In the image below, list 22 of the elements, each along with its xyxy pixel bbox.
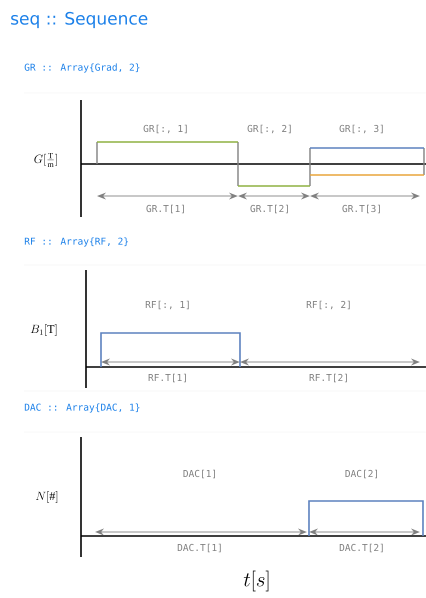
segment-label: DAC[1] xyxy=(183,470,215,478)
axis-label: $N[\#]$ xyxy=(36,491,58,503)
duration-label: GR.T[3] xyxy=(340,204,383,214)
segment-label: GR[:, 1] xyxy=(144,124,187,134)
segment-label: DAC[2] xyxy=(345,470,377,478)
axis-label: $t[s]$ xyxy=(244,570,268,592)
duration-label: RF.T[2] xyxy=(308,372,350,384)
duration-label: DAC.T[1] xyxy=(176,542,224,554)
section-heading: RF :: Array{RF, 2} xyxy=(24,237,128,247)
section-heading: DAC :: Array{DAC, 1} xyxy=(24,403,140,413)
title: seq :: Sequence xyxy=(11,12,148,28)
duration-label: GR.T[1] xyxy=(144,204,187,214)
duration-label: GR.T[2] xyxy=(248,204,291,214)
segment-label: RF[:, 1] xyxy=(146,300,189,310)
axis-label: $B_1[\mathrm{T}]$ xyxy=(30,324,56,336)
axis-label: $G[\frac{\mathrm{T}}{\mathrm{m}}]$ xyxy=(34,152,57,168)
duration-label: DAC.T[2] xyxy=(338,542,386,554)
section-heading: GR :: Array{Grad, 2} xyxy=(24,63,140,73)
segment-label: GR[:, 3] xyxy=(340,124,383,134)
segment-label: RF[:, 2] xyxy=(306,300,350,310)
duration-label: RF.T[1] xyxy=(146,372,189,384)
segment-label: GR[:, 2] xyxy=(248,124,291,134)
